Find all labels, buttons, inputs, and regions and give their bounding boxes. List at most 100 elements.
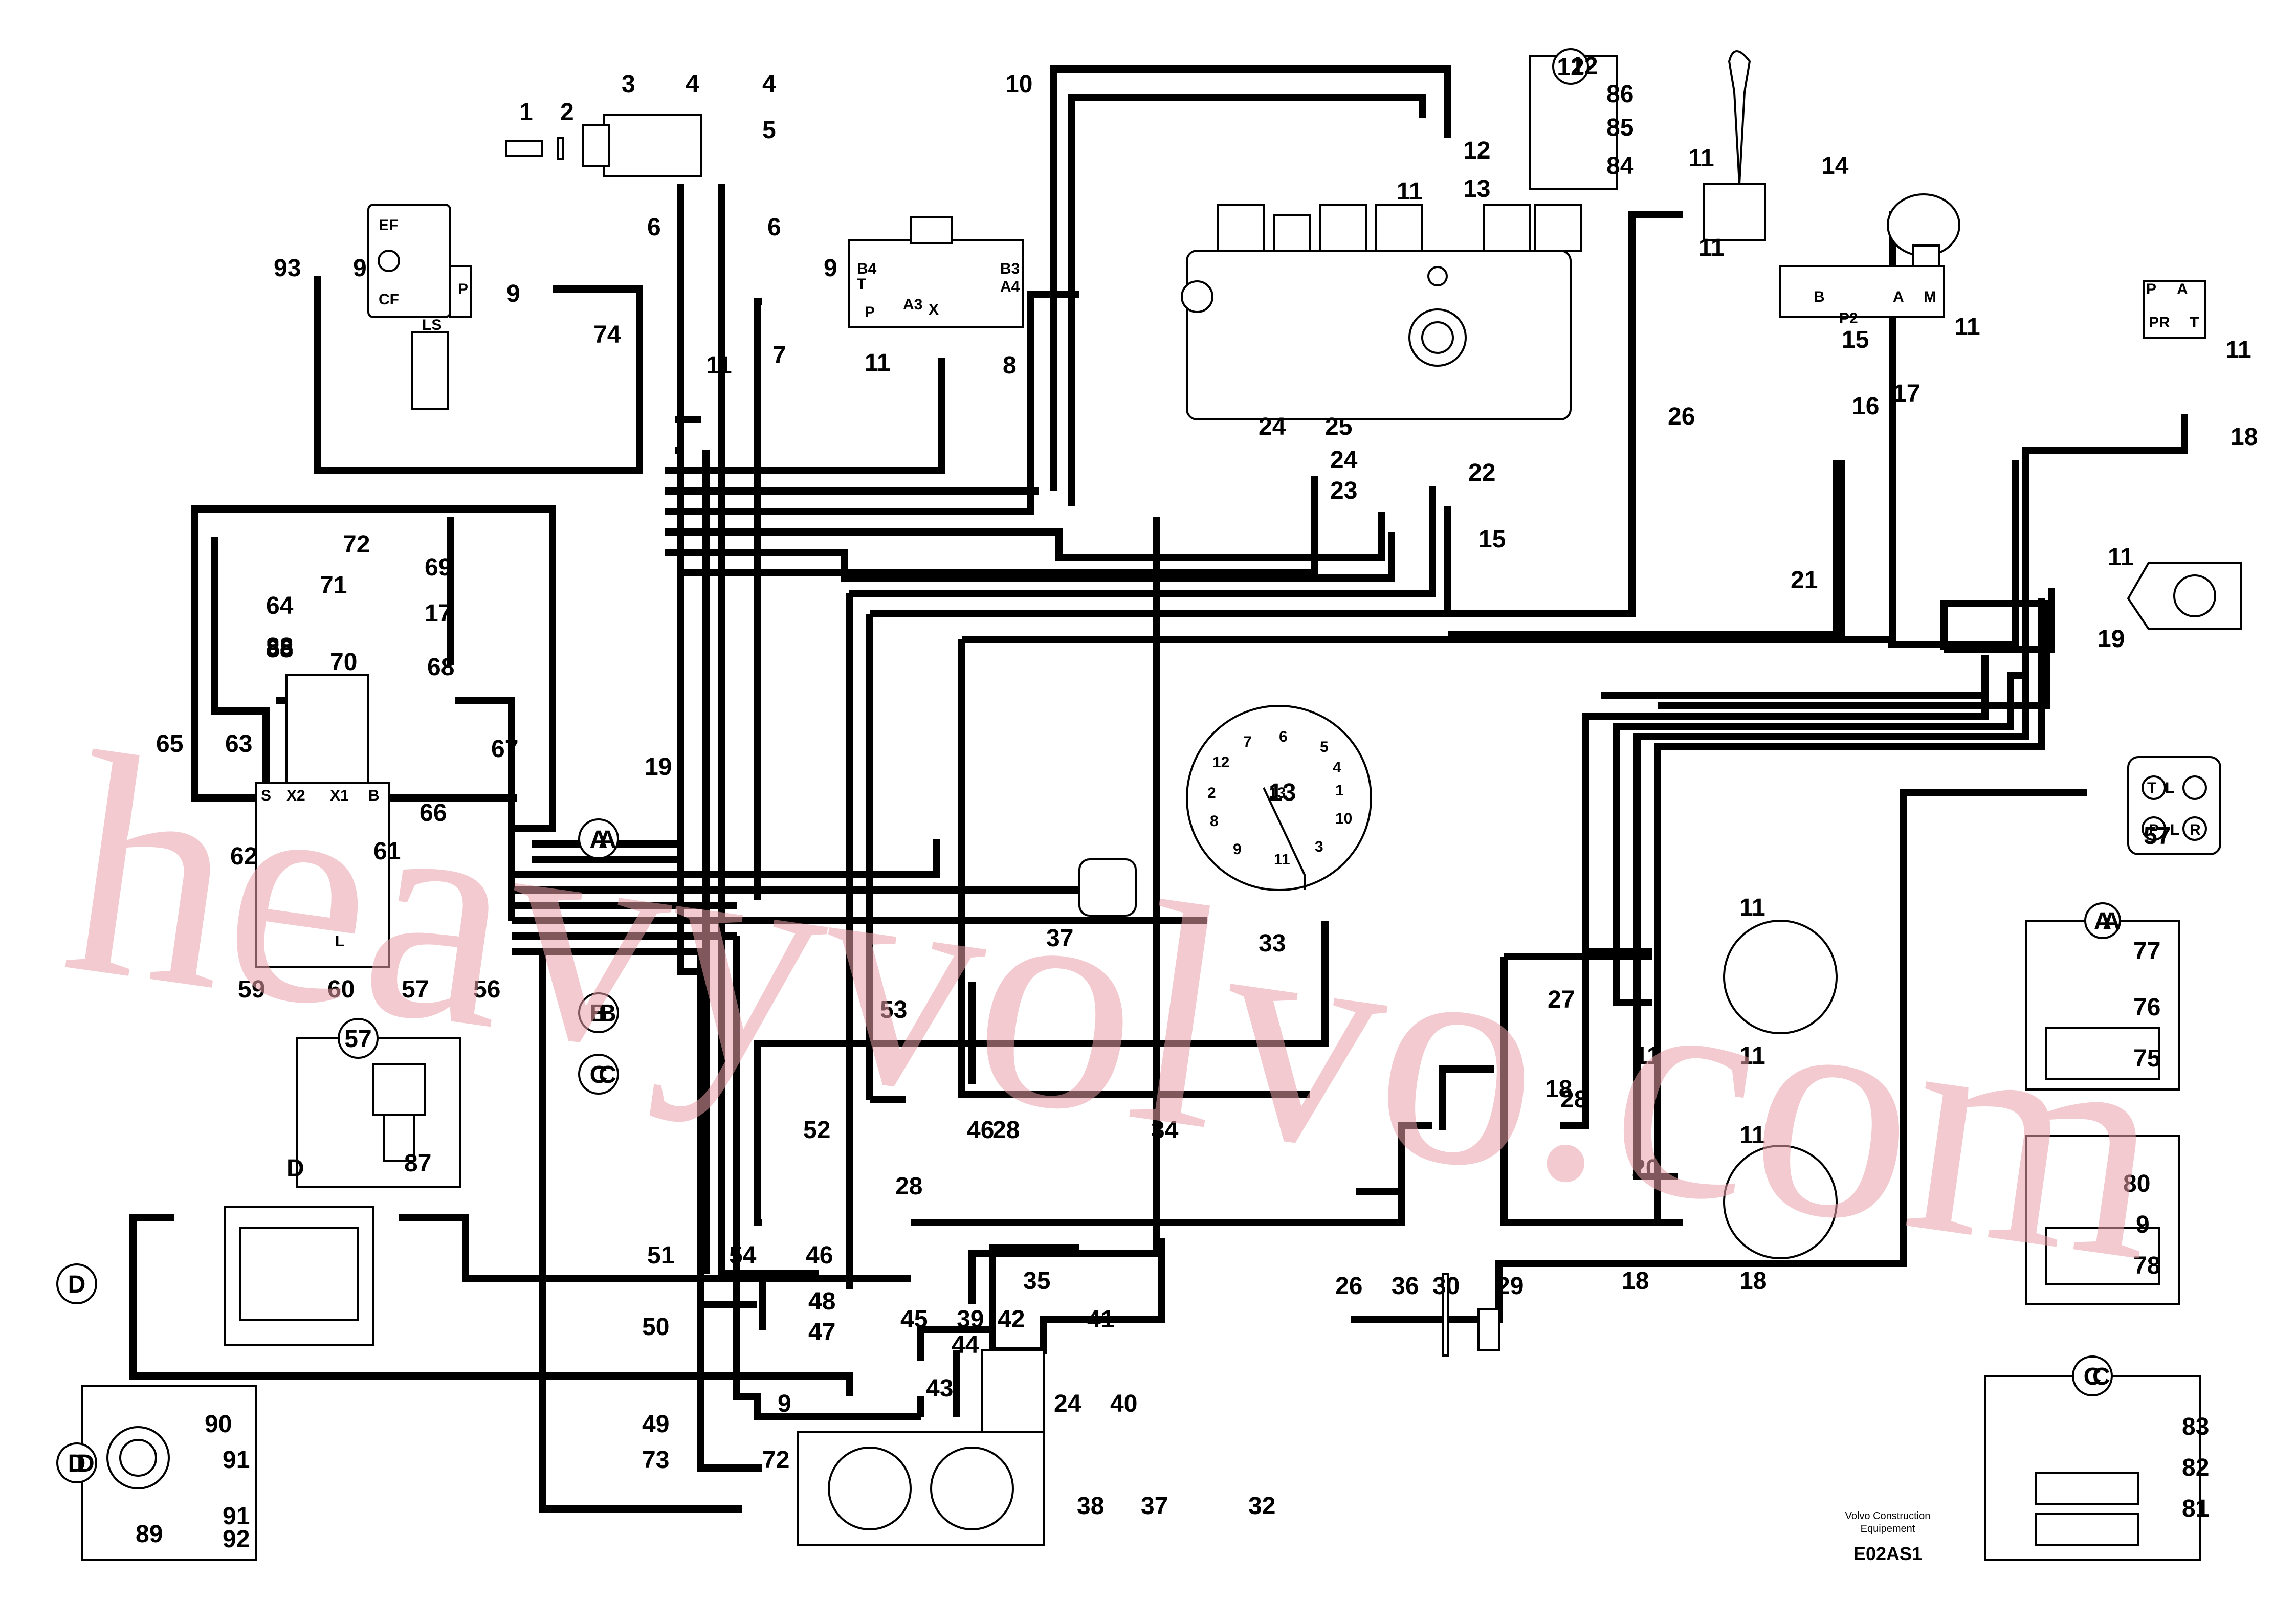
marker-b: B	[590, 1000, 608, 1027]
ref-number: 40	[1110, 1390, 1137, 1417]
ref-number: 16	[1852, 393, 1879, 420]
dial-number: 10	[1335, 810, 1352, 827]
hydraulic-lines	[129, 65, 2188, 1513]
ref-number: 26	[1668, 403, 1695, 430]
ref-number: 53	[880, 996, 907, 1024]
ref-number: 57	[2144, 822, 2171, 850]
ref-number: 8	[1003, 352, 1017, 379]
marker-a: A	[590, 826, 608, 853]
ref-number: 29	[1496, 1273, 1524, 1300]
ref-number: 44	[952, 1331, 979, 1359]
ref-number: 65	[156, 730, 183, 758]
ref-number: 56	[473, 976, 500, 1003]
accumulator-valve-block	[255, 782, 390, 968]
ref-number: 12	[1571, 53, 1598, 80]
port-label: T	[2147, 780, 2156, 796]
ref-number: 17	[1893, 380, 1920, 407]
ref-number: 9	[353, 255, 367, 282]
steering-unit	[2127, 756, 2221, 855]
port-label: P	[2146, 281, 2156, 298]
ref-number: 43	[926, 1375, 953, 1402]
ref-number: 47	[808, 1319, 835, 1346]
ref-number: 28	[992, 1117, 1020, 1144]
components	[81, 50, 2242, 1561]
ref-number: 46	[806, 1242, 833, 1269]
ref-number: 71	[320, 572, 347, 599]
marker-d-inset: D	[68, 1450, 86, 1477]
brake-valve-lower	[1723, 1145, 1838, 1259]
port-label: P	[865, 304, 875, 321]
port-label: L	[2170, 821, 2179, 838]
valve-block	[848, 239, 1024, 328]
ref-number: 92	[223, 1526, 250, 1553]
ref-number: 11	[1739, 894, 1765, 921]
ref-number: 11	[2225, 337, 2251, 364]
screw-icon	[505, 140, 543, 157]
port-label: T	[2190, 314, 2199, 331]
marker-c: C	[590, 1061, 608, 1088]
ref-number: 11	[1698, 234, 1725, 261]
port-label: P2	[1839, 310, 1858, 327]
marker-d: D	[68, 1271, 86, 1298]
port-label: LS	[422, 317, 441, 333]
ref-number: 80	[2123, 1170, 2150, 1197]
port-label: B	[368, 787, 380, 804]
ref-number: 86	[1606, 81, 1633, 108]
ref-number: 82	[2182, 1454, 2209, 1481]
port-label: R	[2190, 821, 2201, 838]
ref-number: 50	[642, 1314, 669, 1341]
dial-number: 8	[1210, 813, 1219, 830]
ref-number: 72	[762, 1447, 789, 1474]
ref-number: 66	[420, 799, 447, 827]
ref-number: 38	[1077, 1493, 1104, 1520]
ref-number: 7	[772, 342, 786, 369]
ref-number: 69	[425, 554, 452, 581]
port-label: B	[1814, 288, 1825, 305]
marker-a-inset: A	[2094, 908, 2112, 935]
ref-number: 93	[274, 255, 301, 282]
ref-number: 21	[1791, 567, 1818, 594]
ref-number: 63	[225, 730, 252, 758]
ref-number: 11	[1688, 145, 1714, 172]
ref-number: 41	[1087, 1306, 1114, 1333]
ref-number: 36	[1392, 1273, 1419, 1300]
ref-number: 9	[824, 255, 837, 282]
dial-number: 9	[1233, 841, 1242, 858]
ref-number: 90	[205, 1411, 232, 1438]
ref-number: 28	[895, 1173, 922, 1200]
ref-number: 4	[686, 71, 699, 98]
ref-number: 33	[1259, 930, 1286, 957]
marker-c-inset: C	[2084, 1363, 2102, 1390]
dial-number: 7	[1243, 733, 1252, 750]
ref-number: 81	[2182, 1495, 2209, 1522]
ref-number: 5	[762, 117, 776, 144]
ref-number: 12	[1463, 137, 1490, 164]
ref-number: 18	[1739, 1268, 1767, 1295]
ref-number: 26	[1335, 1273, 1362, 1300]
dial-number: 11	[1274, 851, 1290, 868]
section-markers: A B C D D 12 5 7 A C	[56, 48, 2121, 1483]
ref-number: 15	[1478, 526, 1506, 553]
ref-number: 54	[729, 1242, 757, 1269]
port-label: L	[2165, 780, 2174, 796]
ref-number: 46	[967, 1117, 994, 1144]
ref-number: 39	[957, 1306, 984, 1333]
ref-number: A	[2103, 908, 2121, 935]
control-valve-bank	[1186, 250, 1572, 420]
ref-number: 11	[1397, 178, 1423, 205]
ref-number: 59	[238, 976, 265, 1003]
ref-number: 51	[647, 1242, 674, 1269]
ref-number: 20	[1632, 1155, 1659, 1182]
small-valve	[2143, 280, 2206, 339]
ref-number: 76	[2133, 994, 2160, 1021]
ref-number: 4	[762, 71, 776, 98]
port-label: T	[857, 276, 866, 293]
ref-number: 24	[1330, 447, 1358, 474]
ref-number: 18	[2231, 424, 2258, 451]
ref-number: 37	[1141, 1493, 1168, 1520]
dial-number: 12	[1212, 754, 1229, 771]
joystick-base	[1703, 183, 1766, 241]
ref-number: 49	[642, 1411, 669, 1438]
